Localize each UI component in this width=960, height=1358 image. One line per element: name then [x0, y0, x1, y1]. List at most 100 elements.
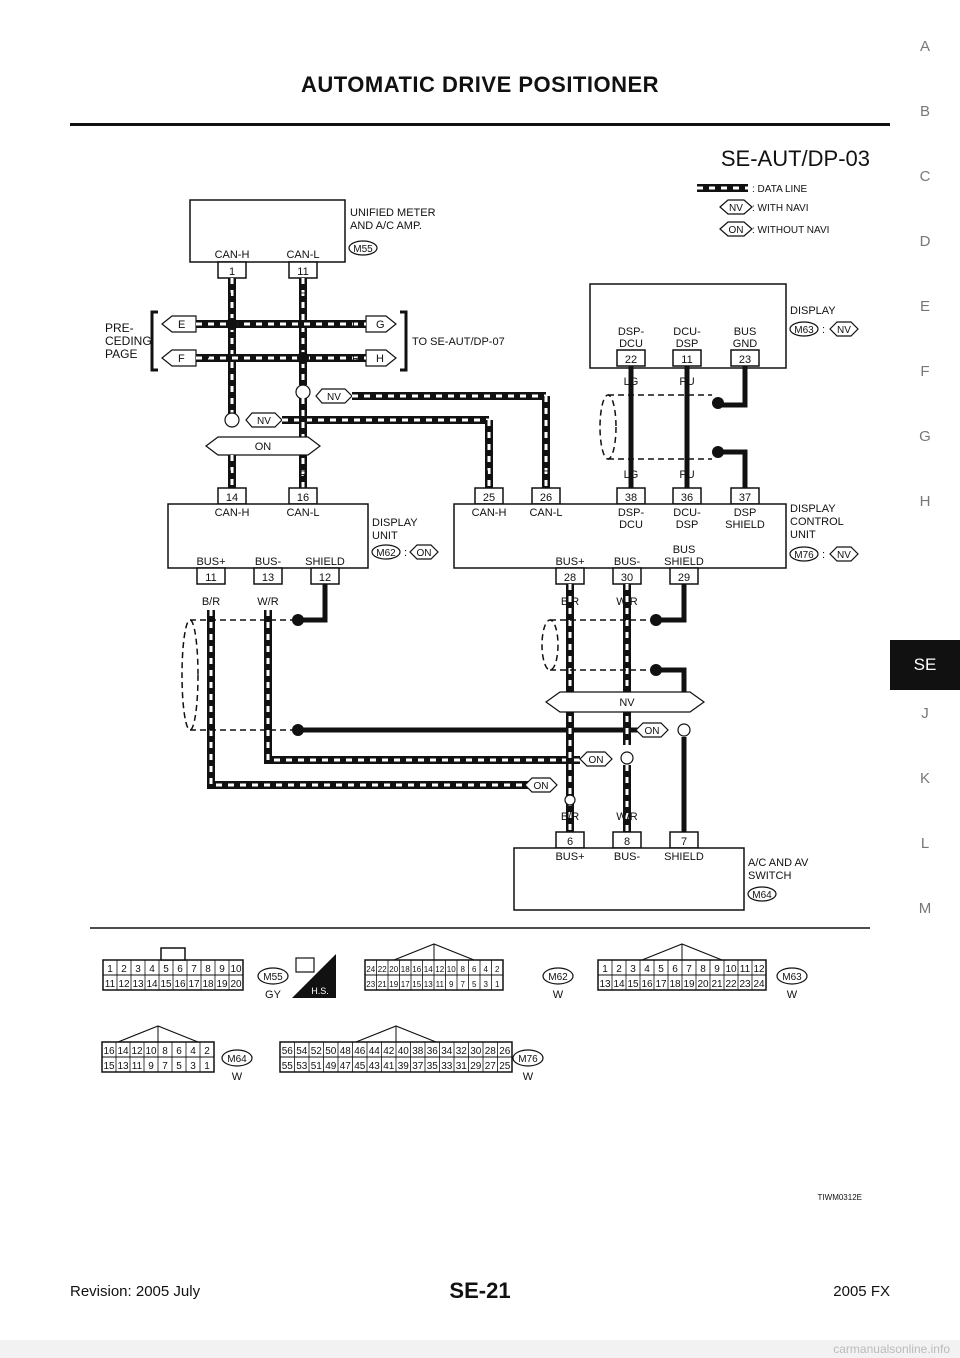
m55-pin-top: 9 — [219, 964, 225, 975]
m55-pin-bottom: 20 — [230, 979, 242, 990]
wire-l-du: L — [229, 469, 235, 481]
tab-l[interactable]: L — [920, 835, 930, 852]
tab-f[interactable]: F — [920, 363, 930, 380]
m76-color: W — [523, 1071, 534, 1083]
m63-pin-top: 10 — [725, 964, 737, 975]
m55-color: GY — [265, 989, 282, 1001]
du-opt: ON — [417, 548, 432, 559]
bus-wiring: B/R W/R B/R W/R ON ON ON NV — [181, 584, 706, 832]
m63-pin-top: 6 — [672, 964, 678, 975]
tab-c[interactable]: C — [919, 168, 931, 185]
m62-pin-bottom: 17 — [401, 980, 410, 989]
m63-pin-bottom: 19 — [683, 979, 695, 990]
wire-l-e: L — [202, 319, 208, 331]
display: DISPLAY M63 : NV DSP- DCU DCU- DSP BUS G… — [589, 283, 859, 369]
sw-label-1: A/C AND AV — [748, 857, 809, 869]
m64-pin-bottom: 3 — [190, 1061, 196, 1072]
m76-pin-top: 36 — [427, 1046, 439, 1057]
watermark: carmanualsonline.info — [0, 1340, 960, 1358]
m64-pin-top: 8 — [162, 1046, 168, 1057]
wire-r-f: R — [202, 353, 210, 365]
m55-pin-top: 8 — [205, 964, 211, 975]
tab-j[interactable]: J — [921, 705, 929, 722]
footer-page: SE-21 — [449, 1278, 511, 1303]
meter-pin2-name: CAN-L — [286, 249, 319, 261]
legend-on-code: ON — [729, 225, 744, 236]
m76-code: M76 — [518, 1054, 538, 1065]
wire-r-top: R — [299, 291, 307, 303]
wire-l-dcu: L — [486, 469, 492, 481]
page-title: AUTOMATIC DRIVE POSITIONER — [300, 72, 660, 97]
unified-meter: UNIFIED METER AND A/C AMP. M55 CAN-H CAN… — [189, 199, 436, 279]
m55-pin-bottom: 19 — [216, 979, 228, 990]
wire-r-dcu: R — [542, 469, 550, 481]
tab-d[interactable]: D — [919, 233, 931, 250]
m62-pin-bottom: 5 — [472, 980, 477, 989]
dcu-canl: CAN-L — [529, 507, 562, 519]
tab-a[interactable]: A — [919, 38, 930, 55]
preceding-2: CEDING — [105, 334, 152, 348]
m63-pin-top: 9 — [714, 964, 720, 975]
m63-pin-bottom: 13 — [599, 979, 611, 990]
du-canl: CAN-L — [286, 507, 319, 519]
m62-pin-bottom: 13 — [424, 980, 433, 989]
m62-pin-bottom: 3 — [484, 980, 489, 989]
svg-text::: : — [822, 549, 825, 561]
on-shield: ON — [645, 726, 660, 737]
dcu-dspsh-1: DSP — [734, 507, 757, 519]
tab-se[interactable]: SE — [890, 640, 960, 690]
display-label: DISPLAY — [790, 305, 836, 317]
m63-pin-bottom: 20 — [697, 979, 709, 990]
m62-pin-top: 16 — [412, 965, 421, 974]
meter-pin1-name: CAN-H — [215, 249, 250, 261]
preceding-1: PRE- — [105, 321, 134, 335]
m55-pin-bottom: 17 — [188, 979, 200, 990]
m62-pin-bottom: 19 — [389, 980, 398, 989]
m63-pin-bottom: 18 — [669, 979, 681, 990]
m76-pin-bottom: 41 — [383, 1061, 395, 1072]
tab-g[interactable]: G — [919, 428, 931, 445]
m55-pin-bottom: 13 — [132, 979, 144, 990]
dcu-dcudsp-1: DCU- — [673, 507, 701, 519]
legend-nv-text: : WITH NAVI — [752, 203, 808, 214]
tab-k[interactable]: K — [919, 770, 930, 787]
m62-pin-bottom: 23 — [366, 980, 375, 989]
tab-m[interactable]: M — [918, 900, 932, 917]
m63-pin-bottom: 15 — [627, 979, 639, 990]
sw-pin8: 8 — [624, 836, 630, 848]
m62-pin-bottom: 11 — [436, 980, 445, 989]
tab-b[interactable]: B — [919, 103, 930, 120]
dcu-bussh-2: SHIELD — [664, 556, 704, 568]
m76-pin-top: 54 — [296, 1046, 308, 1057]
meter-pin2: 11 — [297, 266, 308, 278]
du-pin13: 13 — [262, 572, 274, 584]
m62-pin-bottom: 1 — [495, 980, 500, 989]
m76-pin-bottom: 39 — [398, 1061, 410, 1072]
m76-pin-bottom: 31 — [456, 1061, 468, 1072]
m62-pin-top: 12 — [435, 965, 444, 974]
section-tabs: A B C D E F G H SE J K L M — [890, 0, 960, 1358]
m63-code: M63 — [782, 972, 802, 983]
du-label-2: UNIT — [372, 530, 398, 542]
footer-revision: Revision: 2005 July — [70, 1283, 201, 1300]
m76-pin-bottom: 55 — [282, 1061, 294, 1072]
wire-wr-sw: W/R — [616, 811, 637, 823]
legend: : DATA LINE NV : WITH NAVI ON : WITHOUT … — [697, 184, 829, 237]
du-canh: CAN-H — [215, 507, 250, 519]
m64-code: M64 — [227, 1054, 247, 1065]
legend-nv-code: NV — [729, 203, 743, 214]
m63-pin-top: 12 — [753, 964, 765, 975]
legend-on-text: : WITHOUT NAVI — [752, 225, 829, 236]
m64-pin-top: 14 — [117, 1046, 129, 1057]
m55-pin-top: 10 — [230, 964, 242, 975]
m64-pin-top: 6 — [176, 1046, 182, 1057]
m64-pin-top: 16 — [103, 1046, 115, 1057]
m63-pin-top: 11 — [740, 964, 751, 975]
meter-pin1: 1 — [229, 266, 235, 278]
dcu-conn: M76 — [794, 550, 814, 561]
dcu-label-3: UNIT — [790, 529, 816, 541]
tab-e[interactable]: E — [919, 298, 930, 315]
sw-shield: SHIELD — [664, 851, 704, 863]
m55-pin-top: 5 — [163, 964, 169, 975]
tab-h[interactable]: H — [919, 493, 931, 510]
